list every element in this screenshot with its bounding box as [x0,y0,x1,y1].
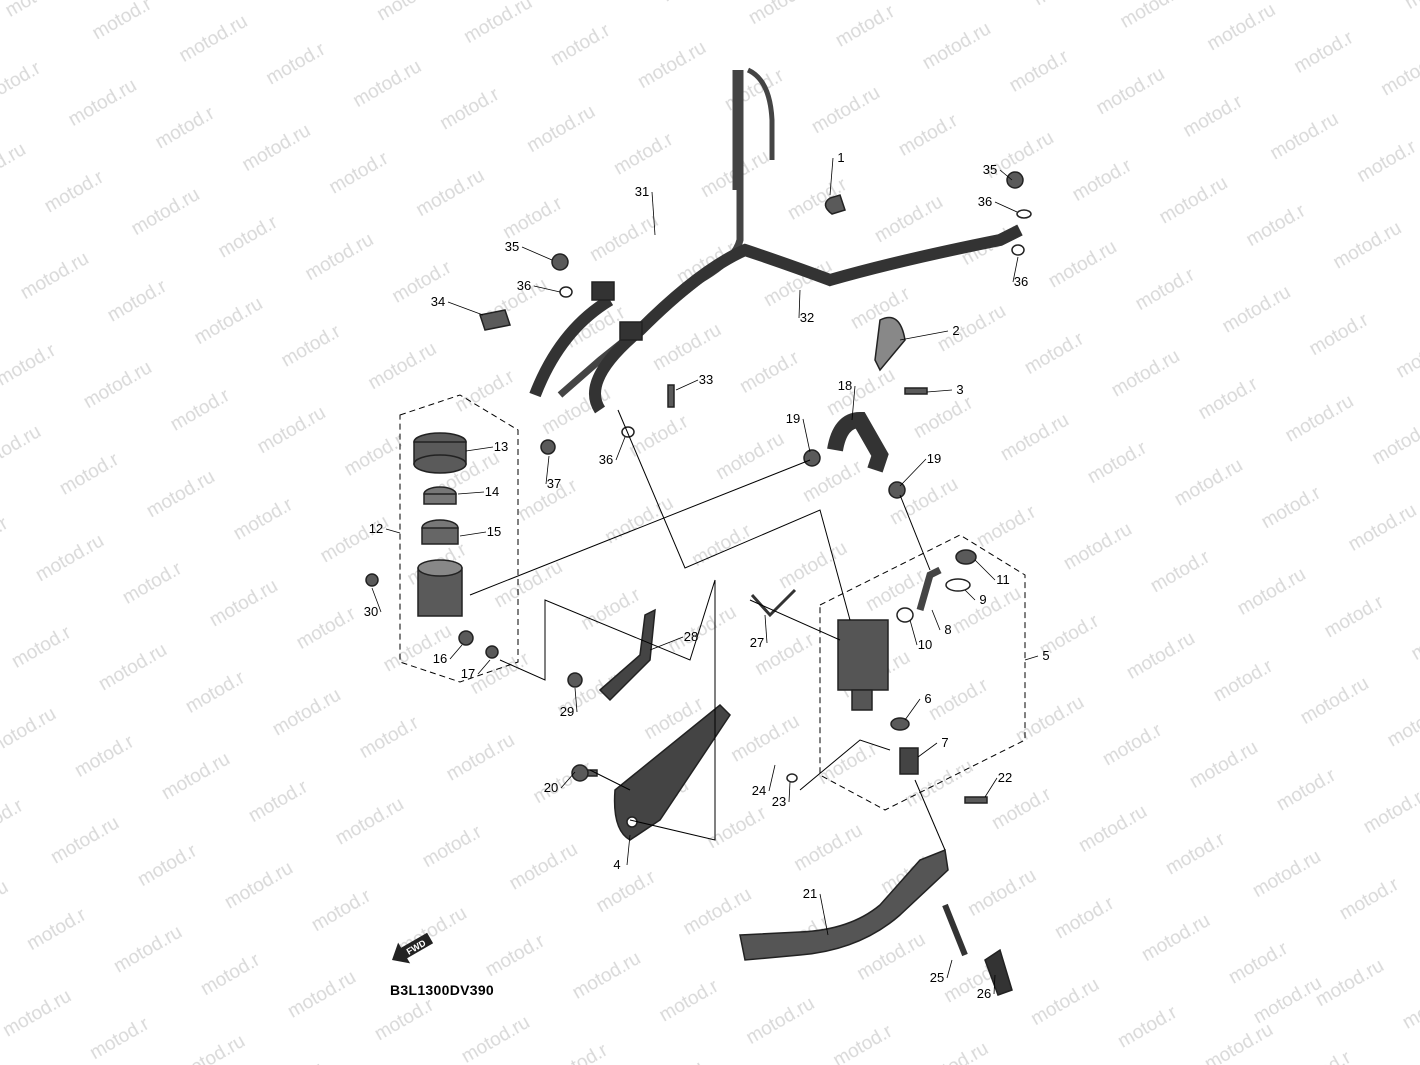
callout-leader [802,418,811,453]
callout-leader [829,157,834,196]
callout-leader [447,301,484,316]
kit-box-12 [399,394,519,683]
callout-leader [964,589,976,601]
callout-leader [574,687,578,713]
callout-leader [931,609,941,631]
diagram-code: B3L1300DV390 [390,982,494,998]
hose-18 [827,411,889,473]
callout-leader [385,528,401,534]
callout-leader [545,455,550,485]
brake-hose-32 [589,224,1023,414]
callout-number[interactable]: 8 [944,622,951,637]
callout-leader [946,959,953,979]
callout-leader [615,436,626,461]
reservoir [417,567,463,617]
callout-leader [521,246,553,261]
callout-leader [798,289,801,319]
callout-number[interactable]: 12 [369,521,383,536]
callout-number[interactable]: 36 [517,278,531,293]
callout-number[interactable]: 36 [978,194,992,209]
callout-leader [651,191,656,236]
callout-number[interactable]: 35 [505,239,519,254]
callout-number[interactable]: 19 [786,411,800,426]
callout-number[interactable]: 29 [560,704,574,719]
callout-leader [626,834,631,866]
callout-leader [926,389,953,393]
callout-number[interactable]: 5 [1042,648,1049,663]
callout-number[interactable]: 23 [772,794,786,809]
callout-number[interactable]: 17 [461,666,475,681]
footrest-bracket [613,703,731,841]
callout-leader [984,777,998,798]
callout-leader [1024,655,1039,661]
callout-number[interactable]: 36 [599,452,613,467]
callout-number[interactable]: 33 [699,372,713,387]
callout-leader [851,385,856,421]
callout-number[interactable]: 4 [613,857,620,872]
callout-number[interactable]: 6 [924,691,931,706]
callout-number[interactable]: 1 [837,150,844,165]
callout-number[interactable]: 36 [1014,274,1028,289]
callout-number[interactable]: 15 [487,524,501,539]
callout-leader [449,644,463,660]
callout-number[interactable]: 9 [979,592,986,607]
callout-leader [899,458,927,487]
callout-leader [909,619,918,646]
callout-number[interactable]: 27 [750,635,764,650]
callout-number[interactable]: 32 [800,310,814,325]
callout-leader [788,781,791,803]
callout-number[interactable]: 30 [364,604,378,619]
clamp [591,281,615,301]
callout-number[interactable]: 28 [684,629,698,644]
forward-arrow-icon [392,932,434,964]
callout-leader [465,446,494,452]
callout-leader [899,330,949,341]
callout-number[interactable]: 22 [998,770,1012,785]
callout-leader [764,614,768,644]
callout-number[interactable]: 35 [983,162,997,177]
rear-master-cylinder [837,619,889,691]
callout-number[interactable]: 24 [752,783,766,798]
callout-leader [768,764,776,792]
callout-leader [457,491,485,495]
callout-number[interactable]: 25 [930,970,944,985]
callout-leader [477,659,491,675]
callout-number[interactable]: 19 [927,451,941,466]
callout-leader [993,974,996,995]
callout-leader [533,285,561,293]
callout-leader [1012,256,1019,283]
callout-number[interactable]: 7 [941,735,948,750]
callout-leader [560,771,576,789]
callout-number[interactable]: 3 [956,382,963,397]
callout-leader [459,531,487,537]
callout-leader [974,559,996,581]
callout-leader [371,587,382,613]
callout-number[interactable]: 16 [433,651,447,666]
callout-leader [649,636,684,651]
callout-number[interactable]: 11 [996,572,1010,587]
callout-leader [675,379,699,391]
callout-leader [917,742,938,758]
callout-number[interactable]: 2 [952,323,959,338]
callout-number[interactable]: 37 [547,476,561,491]
callout-number[interactable]: 20 [544,780,558,795]
callout-number[interactable]: 21 [803,886,817,901]
callout-leader [819,893,829,936]
callout-number[interactable]: 14 [485,484,499,499]
callout-number[interactable]: 10 [918,637,932,652]
callout-number[interactable]: 31 [635,184,649,199]
callout-number[interactable]: 13 [494,439,508,454]
callout-number[interactable]: 26 [977,986,991,1001]
callout-leader [994,201,1018,213]
callout-number[interactable]: 34 [431,294,445,309]
callout-leader [999,169,1013,181]
callout-number[interactable]: 18 [838,378,852,393]
brake-pedal [739,848,949,961]
callout-leader [904,698,921,721]
